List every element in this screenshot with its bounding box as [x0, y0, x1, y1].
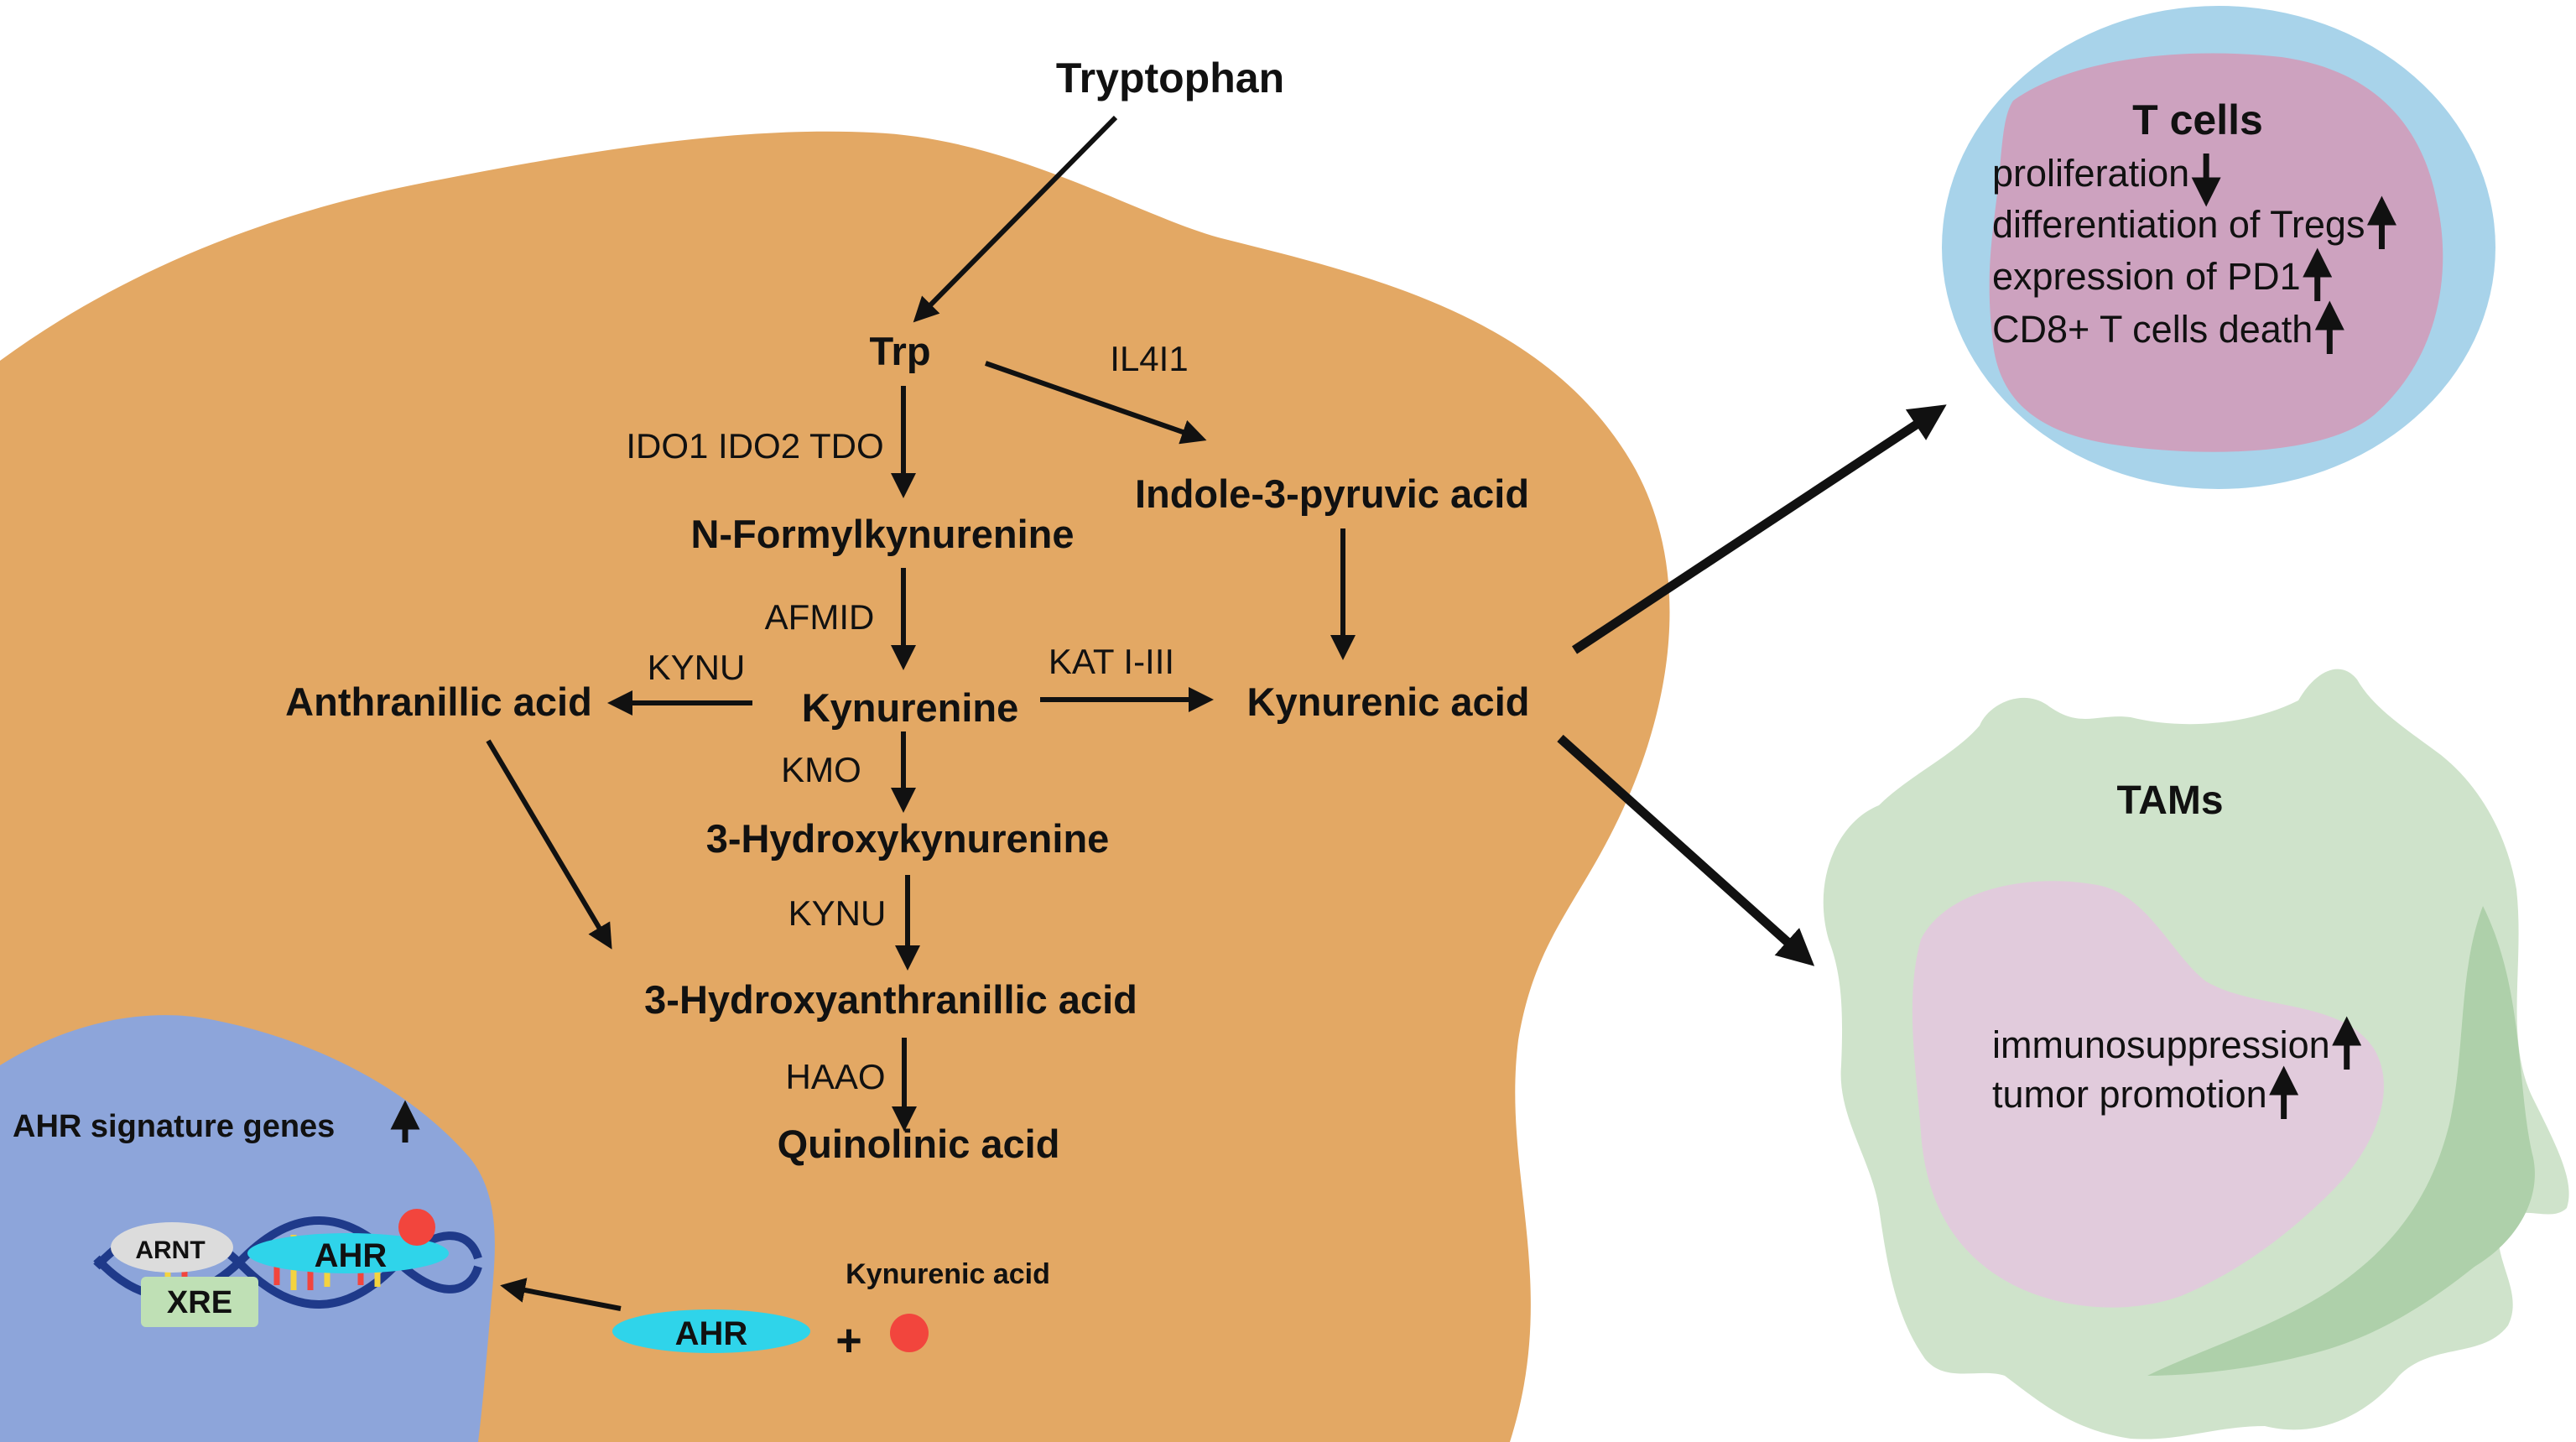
arrow-kyna-to-tcells: [1571, 404, 1947, 654]
xre-element: [141, 1277, 258, 1327]
tam-inner-fold: [2147, 906, 2535, 1376]
arrow-trp-to-indole: [985, 361, 1207, 445]
arrow-kyna-to-tams: [1557, 734, 1815, 966]
label-tryptophan: Tryptophan: [1056, 55, 1284, 102]
arnt-protein: [111, 1222, 233, 1273]
enzyme-kynu-down: KYNU: [788, 893, 887, 933]
enzyme-ido-tdo: IDO1 IDO2 TDO: [626, 426, 883, 466]
label-indole-3-pyruvic-acid: Indole-3-pyruvic acid: [1135, 471, 1529, 516]
nucleus: [0, 1015, 495, 1442]
t-cell-effect: differentiation of Tregs: [1992, 203, 2365, 246]
t-cell-trend-arrows: [2191, 154, 2396, 354]
enzyme-afmid: AFMID: [765, 597, 875, 637]
tam-trend-arrows: [2269, 1016, 2362, 1119]
tams-title: TAMs: [2116, 778, 2223, 823]
label-kynurenic-acid: Kynurenic acid: [1247, 679, 1530, 724]
label-anthranillic-acid: Anthranillic acid: [285, 679, 592, 724]
tam-effect: immunosuppression: [1992, 1023, 2330, 1066]
t-cell-effect: CD8+ T cells death: [1992, 308, 2313, 351]
tam-effect: tumor promotion: [1992, 1073, 2267, 1116]
label-n-formylkynurenine: N-Formylkynurenine: [690, 512, 1074, 556]
arrow-ahr-to-nucleus: [500, 1278, 622, 1311]
label-trp: Trp: [869, 329, 930, 373]
enzyme-kmo: KMO: [781, 750, 861, 789]
label-quinolinic-acid: Quinolinic acid: [778, 1122, 1060, 1166]
label-ahr-free: AHR: [675, 1315, 748, 1352]
label-xre: XRE: [167, 1285, 232, 1320]
label-arnt: ARNT: [135, 1236, 205, 1264]
t-cells-effects: proliferation differentiation of Tregs e…: [1992, 152, 2365, 351]
kynurenic-acid-ligand-dot: [890, 1314, 929, 1352]
label-3-hydroxyanthranillic-acid: 3-Hydroxyanthranillic acid: [644, 977, 1137, 1022]
enzyme-kat: KAT I-III: [1049, 642, 1174, 681]
t-cells-title: T cells: [2132, 96, 2263, 143]
enzyme-haao: HAAO: [785, 1057, 885, 1096]
t-cell-effect: proliferation: [1992, 152, 2189, 195]
tams-effects: immunosuppression tumor promotion: [1992, 1023, 2330, 1116]
t-cell-effect: expression of PD1: [1992, 255, 2301, 298]
label-ahr-bound: AHR: [315, 1237, 388, 1274]
label-ahr-signature-genes: AHR signature genes: [13, 1109, 335, 1144]
enzyme-kynu-left: KYNU: [648, 648, 746, 687]
tam-nucleus: [1912, 881, 2384, 1308]
plus-sign: +: [835, 1315, 862, 1366]
label-3-hydroxykynurenine: 3-Hydroxykynurenine: [706, 816, 1110, 861]
arrow-anthranilic-to-haa: [486, 739, 612, 950]
arrow-tryptophan-to-trp: [913, 115, 1118, 323]
bound-ligand-dot: [398, 1209, 435, 1246]
ahr-bound-protein: [247, 1233, 449, 1273]
label-kynurenine: Kynurenine: [802, 685, 1019, 730]
label-kynurenic-acid-ligand: Kynurenic acid: [846, 1258, 1050, 1290]
enzyme-il4i1: IL4I1: [1110, 339, 1188, 378]
ahr-free-protein: [612, 1309, 810, 1353]
